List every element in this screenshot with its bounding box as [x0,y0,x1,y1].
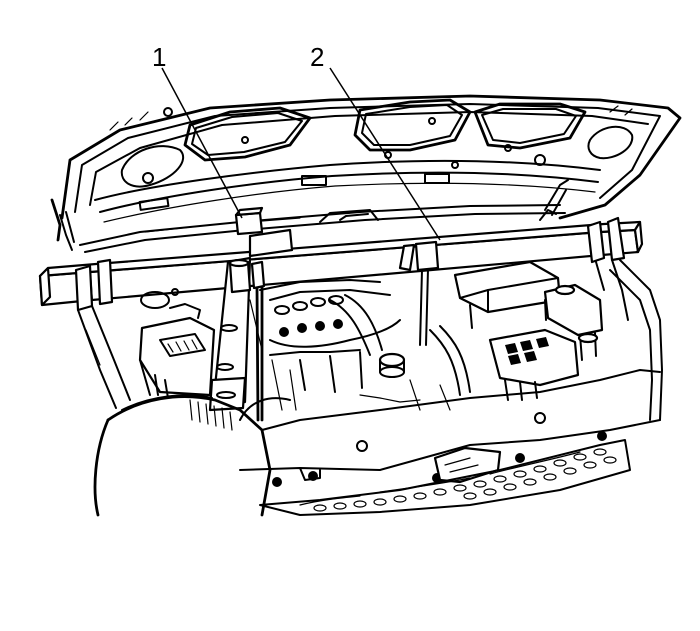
support-fixture-leg-2 [398,240,440,346]
right-fender-bracket [586,216,629,321]
hood-underside [60,94,682,223]
cowl-panel [79,204,566,253]
left-fender-bracket [74,258,131,409]
callout-1: 1 [152,42,167,72]
support-fixture-crossbar [38,220,644,307]
front-radiator-support [239,369,661,516]
leader-line-1 [161,67,243,219]
leader-line-2 [329,67,441,241]
grille-mesh [313,448,617,512]
callout-leaders [161,67,441,241]
left-headlamp [93,394,272,517]
engine-compartment [138,259,663,421]
callout-2: 2 [310,42,325,72]
